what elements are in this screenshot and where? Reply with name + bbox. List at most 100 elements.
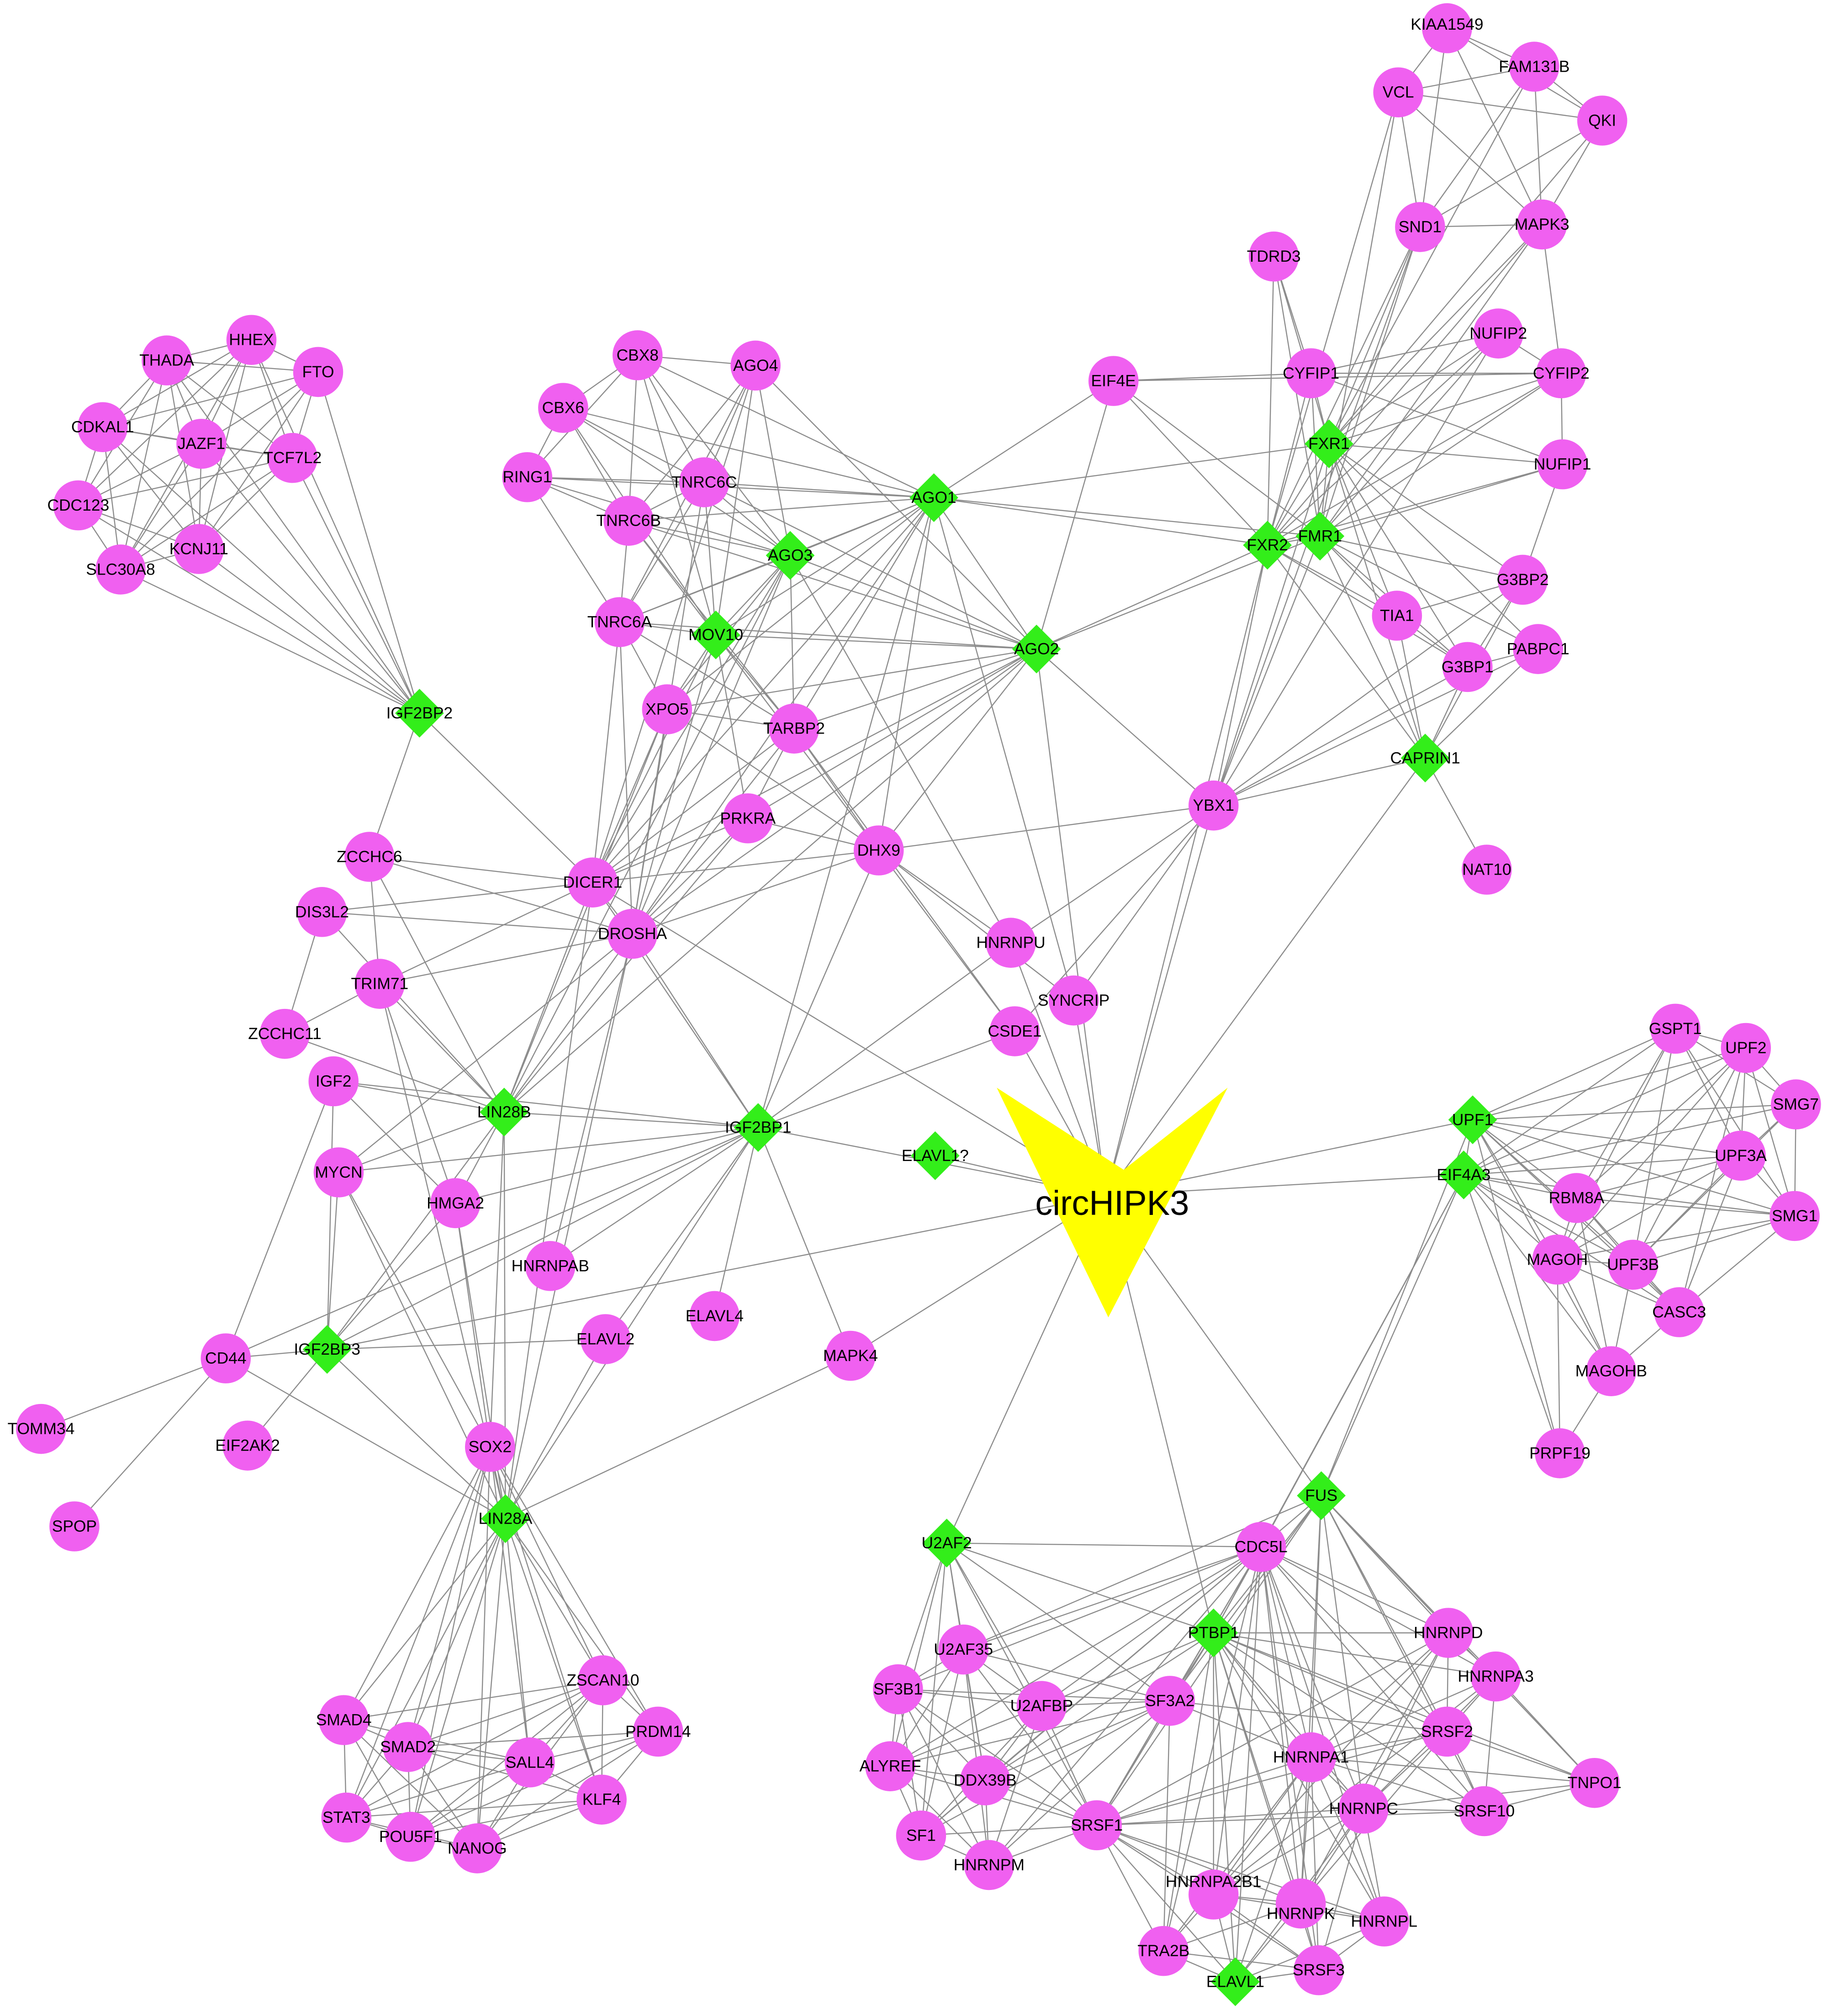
node-tia1[interactable] — [1372, 591, 1422, 641]
node-sf3a2[interactable] — [1145, 1676, 1195, 1726]
node-qki[interactable] — [1577, 95, 1627, 146]
node-u2af2[interactable] — [922, 1519, 971, 1567]
node-hnrnpd[interactable] — [1423, 1608, 1474, 1658]
node-tnrc6c[interactable] — [679, 457, 729, 507]
node-kiaa1549[interactable] — [1422, 3, 1472, 53]
node-smg7[interactable] — [1771, 1079, 1821, 1129]
node-ago4[interactable] — [730, 340, 781, 391]
node-sf3b1[interactable] — [873, 1664, 923, 1715]
node-u2afbp[interactable] — [1016, 1681, 1067, 1731]
node-prdm14[interactable] — [633, 1706, 683, 1757]
node-casc3[interactable] — [1654, 1287, 1704, 1337]
node-smad4[interactable] — [318, 1695, 369, 1745]
node-cyfip1[interactable] — [1286, 348, 1336, 399]
node-ddx39b[interactable] — [960, 1755, 1010, 1805]
node-igf2bp1[interactable] — [734, 1103, 783, 1152]
node-dis3l2[interactable] — [297, 887, 347, 937]
node-vcl[interactable] — [1373, 67, 1423, 117]
node-hnrnpm[interactable] — [964, 1840, 1014, 1890]
node-cbx8[interactable] — [613, 330, 663, 380]
node-nufip1[interactable] — [1537, 439, 1588, 490]
node-zcchc11[interactable] — [259, 1008, 310, 1059]
node-srsf10[interactable] — [1459, 1786, 1510, 1837]
node-pabpc1[interactable] — [1513, 624, 1564, 674]
node-tra2b[interactable] — [1138, 1926, 1189, 1976]
node-upf2[interactable] — [1721, 1023, 1771, 1073]
node-circhipk3[interactable] — [997, 1087, 1228, 1318]
node-ring1[interactable] — [502, 452, 553, 502]
node-g3bp2[interactable] — [1497, 554, 1548, 605]
node-sox2[interactable] — [465, 1422, 515, 1472]
node-nat10[interactable] — [1462, 844, 1512, 895]
node-fto[interactable] — [293, 347, 343, 397]
node-prkra[interactable] — [723, 793, 773, 844]
node-cdc5l[interactable] — [1236, 1522, 1286, 1572]
node-ago2[interactable] — [1012, 624, 1061, 674]
node-cyfip2[interactable] — [1536, 348, 1586, 399]
node-dicer1[interactable] — [567, 857, 618, 908]
node-alyref[interactable] — [865, 1741, 915, 1791]
node-fxr1[interactable] — [1305, 419, 1353, 469]
node-mapk4[interactable] — [825, 1330, 876, 1381]
node-jazf1[interactable] — [176, 418, 227, 469]
node-smg1[interactable] — [1770, 1191, 1820, 1241]
node-mapk3[interactable] — [1516, 199, 1567, 250]
node-thada[interactable] — [142, 335, 192, 385]
node-rbm8a[interactable] — [1551, 1173, 1602, 1223]
node-lin28b[interactable] — [480, 1087, 529, 1137]
node-hmga2[interactable] — [430, 1178, 481, 1229]
node-srsf1[interactable] — [1072, 1800, 1122, 1851]
node-dhx9[interactable] — [854, 825, 904, 876]
node-fxr2[interactable] — [1243, 521, 1292, 570]
node-gspt1[interactable] — [1650, 1003, 1701, 1054]
node-mycn[interactable] — [313, 1147, 364, 1198]
node-magoh[interactable] — [1532, 1235, 1583, 1285]
node-sf1[interactable] — [896, 1810, 946, 1861]
node-hnrnpab[interactable] — [525, 1241, 576, 1291]
node-srsf3[interactable] — [1294, 1945, 1344, 1995]
node-cdkal1[interactable] — [77, 402, 128, 452]
node-igf2[interactable] — [308, 1056, 359, 1107]
node-kcnj11[interactable] — [174, 524, 224, 574]
node-tdrd3[interactable] — [1248, 231, 1299, 282]
node-pou5f1[interactable] — [385, 1811, 436, 1862]
node-ybx1[interactable] — [1189, 780, 1239, 831]
node-g3bp1[interactable] — [1442, 642, 1493, 692]
node-mov10[interactable] — [691, 610, 740, 660]
node-elavl4[interactable] — [689, 1291, 740, 1341]
node-fam131b[interactable] — [1509, 42, 1559, 92]
node-hnrnpu[interactable] — [986, 918, 1036, 968]
node-lin28a[interactable] — [481, 1494, 530, 1543]
node-ptbp1[interactable] — [1189, 1608, 1238, 1657]
node-ago3[interactable] — [766, 531, 815, 580]
node-tarbp2[interactable] — [769, 703, 819, 754]
node-tnrc6b[interactable] — [603, 496, 654, 546]
node-igf2bp2[interactable] — [395, 689, 444, 738]
node-zscan10[interactable] — [578, 1655, 628, 1705]
node-slc30a8[interactable] — [95, 544, 146, 595]
node-nufip2[interactable] — [1473, 308, 1523, 359]
node-klf4[interactable] — [576, 1774, 627, 1825]
node-tomm34[interactable] — [16, 1404, 66, 1454]
node-hhex[interactable] — [226, 315, 277, 365]
node-elavl2[interactable] — [580, 1314, 631, 1364]
node-fus[interactable] — [1297, 1471, 1346, 1520]
node-smad2[interactable] — [383, 1722, 433, 1772]
node-hnrnpl[interactable] — [1359, 1896, 1410, 1947]
node-cdc123[interactable] — [53, 480, 104, 531]
node-srsf2[interactable] — [1422, 1706, 1472, 1757]
node-elavl1q[interactable] — [910, 1131, 960, 1180]
node-hnrnpc[interactable] — [1338, 1784, 1389, 1834]
node-fmr1[interactable] — [1295, 512, 1345, 561]
node-tnpo1[interactable] — [1569, 1757, 1620, 1808]
node-hnrnpa3[interactable] — [1470, 1651, 1521, 1702]
node-ago1[interactable] — [909, 473, 958, 522]
node-u2af35[interactable] — [938, 1624, 988, 1675]
node-spop[interactable] — [49, 1501, 100, 1552]
node-magohb[interactable] — [1586, 1346, 1637, 1396]
node-stat3[interactable] — [321, 1792, 372, 1843]
node-eif2ak2[interactable] — [222, 1420, 273, 1471]
node-syncrip[interactable] — [1048, 975, 1099, 1026]
node-caprin1[interactable] — [1400, 734, 1450, 783]
node-trim71[interactable] — [354, 959, 405, 1009]
